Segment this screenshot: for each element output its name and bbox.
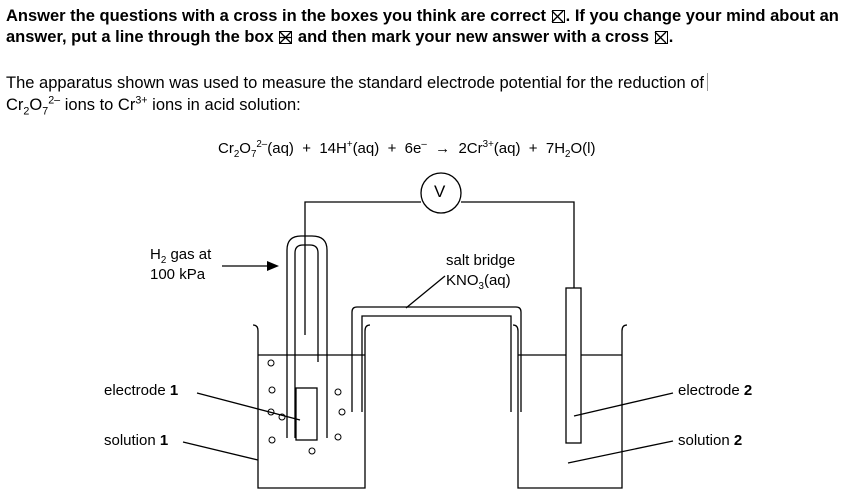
- instructions-part3: and then mark your new answer with a cro…: [297, 28, 650, 46]
- wire-right: [461, 201, 575, 288]
- wire-left: [304, 201, 421, 335]
- electrode1-leader: [196, 392, 301, 421]
- left-beaker: [252, 324, 371, 489]
- question-intro: The apparatus shown was used to measure …: [6, 72, 846, 118]
- electrode-2-rod: [565, 287, 582, 444]
- intro-line1: The apparatus shown was used to measure …: [6, 74, 705, 92]
- instructions-part4: .: [668, 28, 674, 46]
- solution-2-label: solution 2: [678, 432, 743, 449]
- instructions-part1: Answer the questions with a cross in the…: [6, 7, 547, 25]
- hydrogen-tube-outer: [286, 235, 328, 438]
- voltmeter-label: V: [434, 182, 446, 201]
- solution1-leader: [182, 441, 259, 461]
- instructions-part2: . If you change your mind about an answe…: [6, 7, 839, 46]
- electrode2-leader: [573, 392, 674, 417]
- gas-bubbles: [267, 359, 346, 455]
- salt-bridge-inner: [361, 315, 512, 412]
- half-equation: Cr2O72–(aq) + 14H+(aq) + 6e– → 2Cr3+(aq)…: [218, 139, 596, 160]
- chromium-charge: 3+: [135, 94, 148, 107]
- right-beaker: [512, 324, 628, 489]
- salt-bridge-leader: [405, 275, 446, 309]
- salt-bridge-label: salt bridge KNO3(aq): [446, 252, 516, 292]
- instructions: Answer the questions with a cross in the…: [6, 6, 854, 48]
- electrode-2-label: electrode 2: [678, 382, 753, 399]
- cross-box-icon: [654, 31, 668, 44]
- solution-1-label: solution 1: [104, 432, 169, 449]
- voltmeter-icon: [420, 172, 462, 214]
- intro-mid: ions to Cr: [60, 96, 136, 114]
- gas-inlet-arrow: [267, 261, 279, 271]
- electrode-1-label: electrode 1: [104, 382, 179, 399]
- hydrogen-gas-label: H2 gas at 100 kPa: [150, 246, 212, 283]
- intro-end: ions in acid solution:: [147, 96, 301, 114]
- struck-cross-box-icon: [278, 31, 293, 44]
- cross-box-icon: [551, 10, 565, 23]
- solution2-leader: [567, 440, 674, 464]
- hydrogen-tube-inner: [294, 244, 319, 438]
- salt-bridge-outer: [351, 306, 522, 412]
- platinum-electrode-1: [295, 387, 318, 441]
- dichromate-formula: Cr2O72–: [6, 94, 61, 118]
- text-cursor: [707, 73, 709, 91]
